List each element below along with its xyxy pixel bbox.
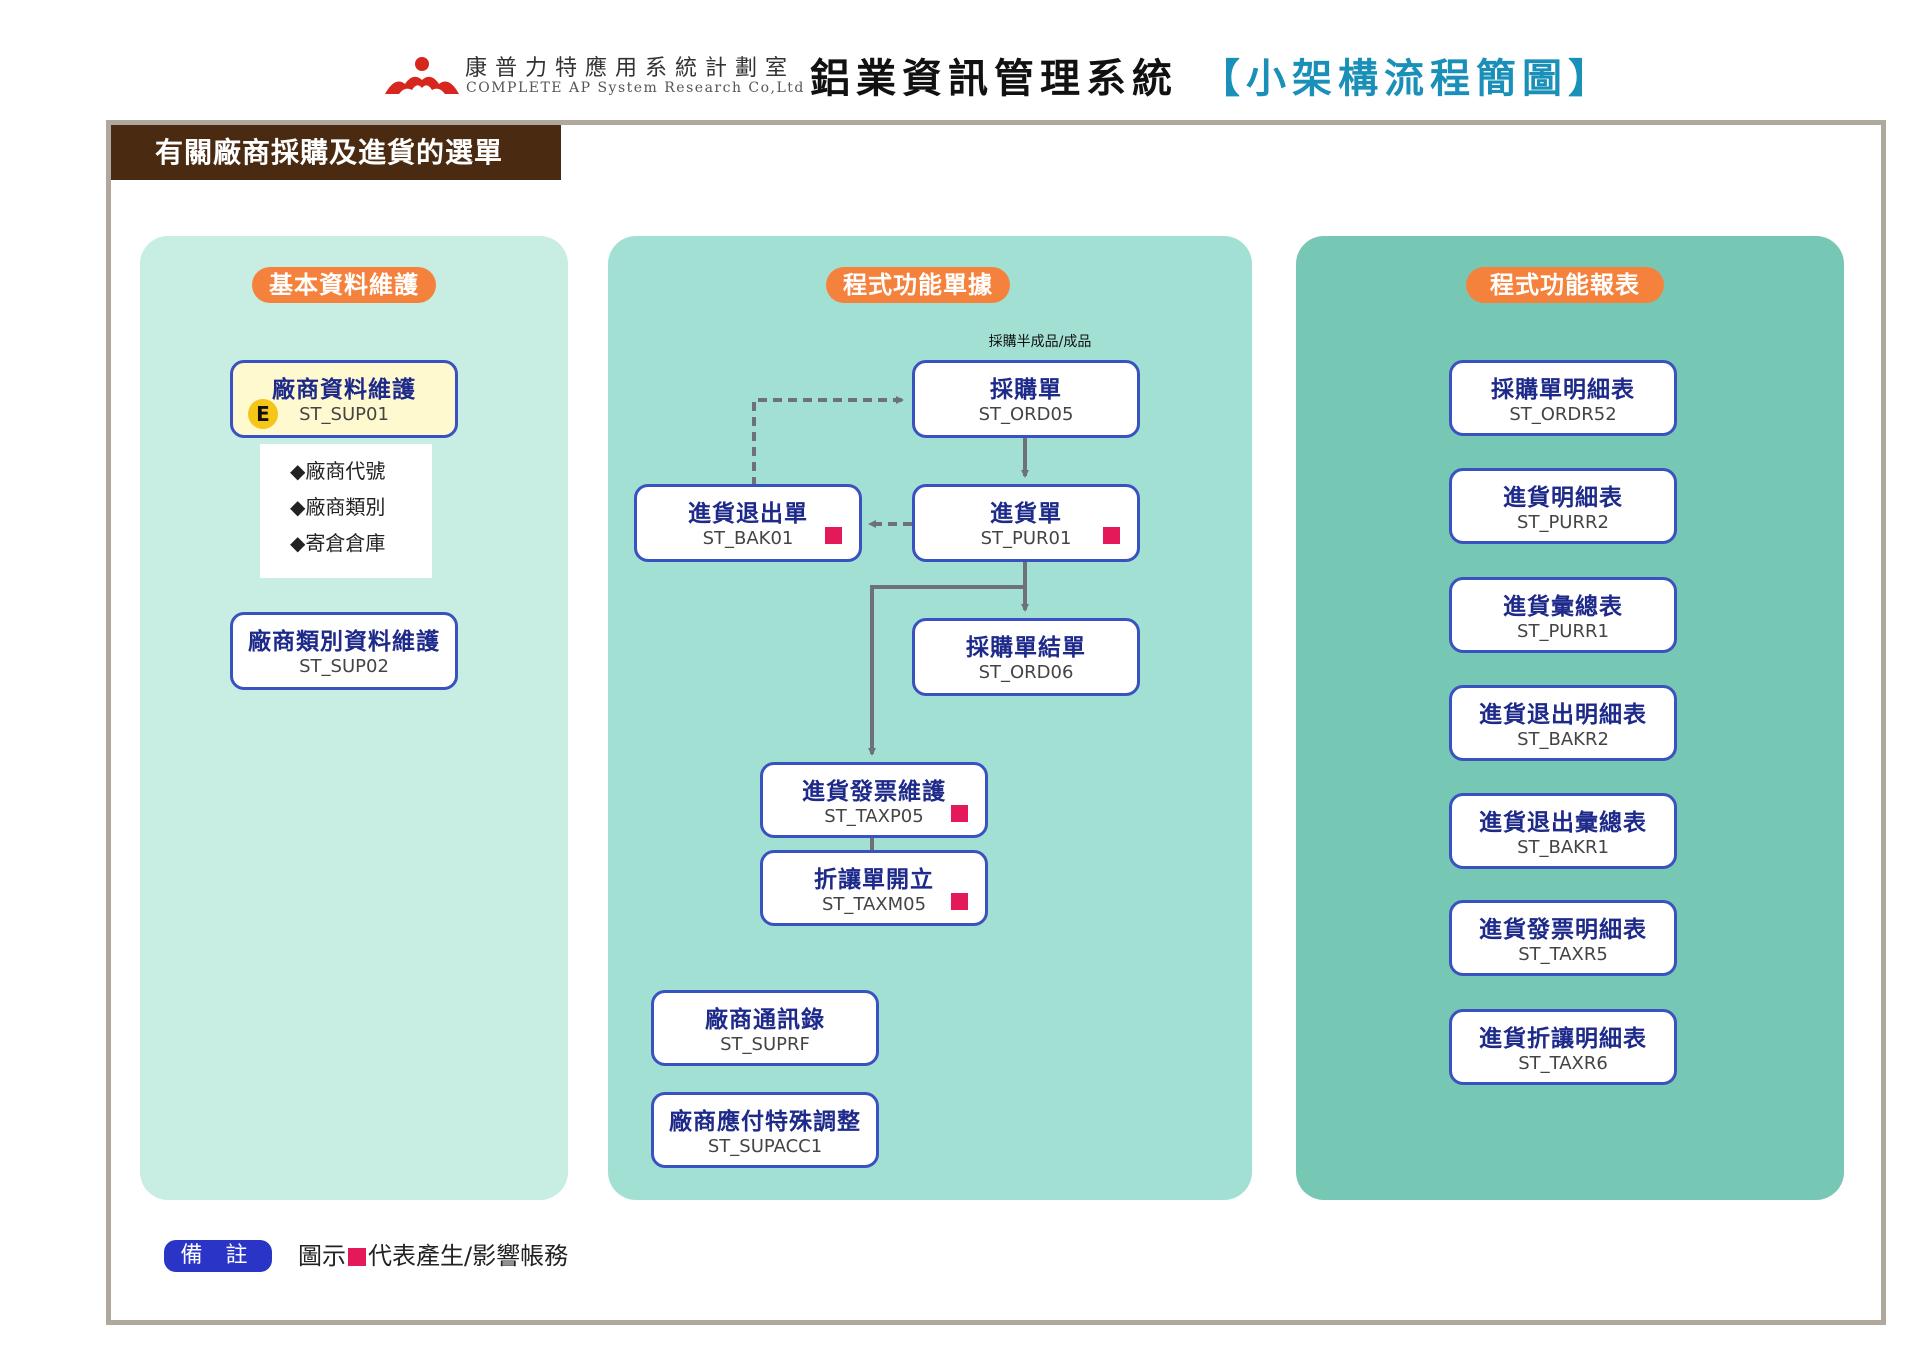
report-purchase-detail-box[interactable]: 進貨明細表 ST_PURR2 — [1449, 468, 1677, 544]
box-title: 折讓單開立 — [814, 867, 934, 893]
vendor-attribute-item: ◆廠商代號 — [290, 459, 386, 483]
edit-badge-icon: E — [248, 399, 278, 429]
box-title: 進貨退出明細表 — [1479, 702, 1647, 728]
box-title: 採購單明細表 — [1491, 377, 1635, 403]
box-title: 廠商應付特殊調整 — [669, 1109, 861, 1135]
ledger-marker-icon — [951, 893, 968, 910]
box-code: ST_TAXR6 — [1518, 1053, 1608, 1074]
company-name-cn: 康普力特應用系統計劃室 — [465, 56, 796, 81]
purchase-invoice-box[interactable]: 進貨發票維護 ST_TAXP05 — [760, 762, 988, 838]
vendor-attribute-item: ◆廠商類別 — [290, 495, 386, 519]
report-order-detail-box[interactable]: 採購單明細表 ST_ORDR52 — [1449, 360, 1677, 436]
ledger-marker-icon — [951, 805, 968, 822]
purchase-receipt-box[interactable]: 進貨單 ST_PUR01 — [912, 484, 1140, 562]
column-label-docs: 程式功能單據 — [826, 267, 1010, 303]
box-title: 進貨發票維護 — [802, 779, 946, 805]
box-title: 進貨明細表 — [1503, 485, 1623, 511]
box-code: ST_SUP01 — [299, 404, 389, 425]
report-return-detail-box[interactable]: 進貨退出明細表 ST_BAKR2 — [1449, 685, 1677, 761]
box-code: ST_SUP02 — [299, 656, 389, 677]
remark-text: 圖示代表產生/影響帳務 — [298, 1240, 568, 1272]
column-label-reports: 程式功能報表 — [1466, 267, 1664, 303]
remark-label: 備 註 — [164, 1240, 272, 1272]
doc-note: 採購半成品/成品 — [988, 334, 1092, 350]
remark-text-after: 代表產生/影響帳務 — [368, 1242, 569, 1270]
box-title: 進貨折讓明細表 — [1479, 1026, 1647, 1052]
discount-note-box[interactable]: 折讓單開立 ST_TAXM05 — [760, 850, 988, 926]
box-title: 進貨退出彙總表 — [1479, 810, 1647, 836]
content-frame — [106, 120, 1886, 1325]
report-purchase-summary-box[interactable]: 進貨彙總表 ST_PURR1 — [1449, 577, 1677, 653]
column-label-basic: 基本資料維護 — [252, 267, 436, 303]
box-code: ST_TAXM05 — [821, 894, 927, 915]
box-title: 採購單結單 — [966, 635, 1086, 661]
ledger-marker-icon — [1103, 527, 1120, 544]
order-close-box[interactable]: 採購單結單 ST_ORD06 — [912, 618, 1140, 696]
purchase-return-box[interactable]: 進貨退出單 ST_BAK01 — [634, 484, 862, 562]
box-title: 廠商類別資料維護 — [248, 629, 440, 655]
company-logo — [385, 57, 459, 94]
vendor-directory-box[interactable]: 廠商通訊錄 ST_SUPRF — [651, 990, 879, 1066]
box-title: 廠商通訊錄 — [705, 1007, 825, 1033]
report-return-summary-box[interactable]: 進貨退出彙總表 ST_BAKR1 — [1449, 793, 1677, 869]
solid-purchase-to-invoice — [868, 585, 1025, 756]
vendor-attributes — [260, 444, 432, 578]
box-code: ST_PURR2 — [1517, 512, 1609, 533]
box-code: ST_TAXP05 — [824, 806, 924, 827]
ledger-marker-icon — [348, 1248, 366, 1266]
page-title: 鋁業資訊管理系統 — [810, 56, 1178, 102]
box-title: 進貨單 — [990, 501, 1062, 527]
report-invoice-detail-box[interactable]: 進貨發票明細表 ST_TAXR5 — [1449, 900, 1677, 976]
section-title: 有關廠商採購及進貨的選單 — [111, 125, 561, 180]
box-title: 採購單 — [990, 377, 1062, 403]
vendor-category-box[interactable]: 廠商類別資料維護 ST_SUP02 — [230, 612, 458, 690]
box-code: ST_SUPRF — [720, 1034, 810, 1055]
box-code: ST_PUR01 — [980, 528, 1072, 549]
box-code: ST_ORD05 — [978, 404, 1074, 425]
report-discount-detail-box[interactable]: 進貨折讓明細表 ST_TAXR6 — [1449, 1009, 1677, 1085]
box-title: 進貨退出單 — [688, 501, 808, 527]
box-code: ST_TAXR5 — [1518, 944, 1608, 965]
box-code: ST_ORD06 — [978, 662, 1074, 683]
box-code: ST_BAKR1 — [1517, 837, 1609, 858]
vendor-attribute-item: ◆寄倉倉庫 — [290, 531, 386, 555]
ledger-marker-icon — [825, 527, 842, 544]
box-code: ST_SUPACC1 — [707, 1136, 823, 1157]
box-code: ST_BAK01 — [702, 528, 794, 549]
page-subtitle: 【小架構流程簡圖】 — [1200, 56, 1614, 102]
box-title: 進貨發票明細表 — [1479, 917, 1647, 943]
box-code: ST_PURR1 — [1517, 621, 1609, 642]
box-code: ST_BAKR2 — [1517, 729, 1609, 750]
company-name-en: COMPLETE AP System Research Co,Ltd — [466, 80, 805, 96]
remark-text-before: 圖示 — [298, 1242, 346, 1270]
purchase-order-box[interactable]: 採購單 ST_ORD05 — [912, 360, 1140, 438]
box-code: ST_ORDR52 — [1509, 404, 1617, 425]
dashed-return-to-order — [752, 396, 904, 486]
payable-adjustment-box[interactable]: 廠商應付特殊調整 ST_SUPACC1 — [651, 1092, 879, 1168]
box-title: 廠商資料維護 — [272, 377, 416, 403]
box-title: 進貨彙總表 — [1503, 594, 1623, 620]
